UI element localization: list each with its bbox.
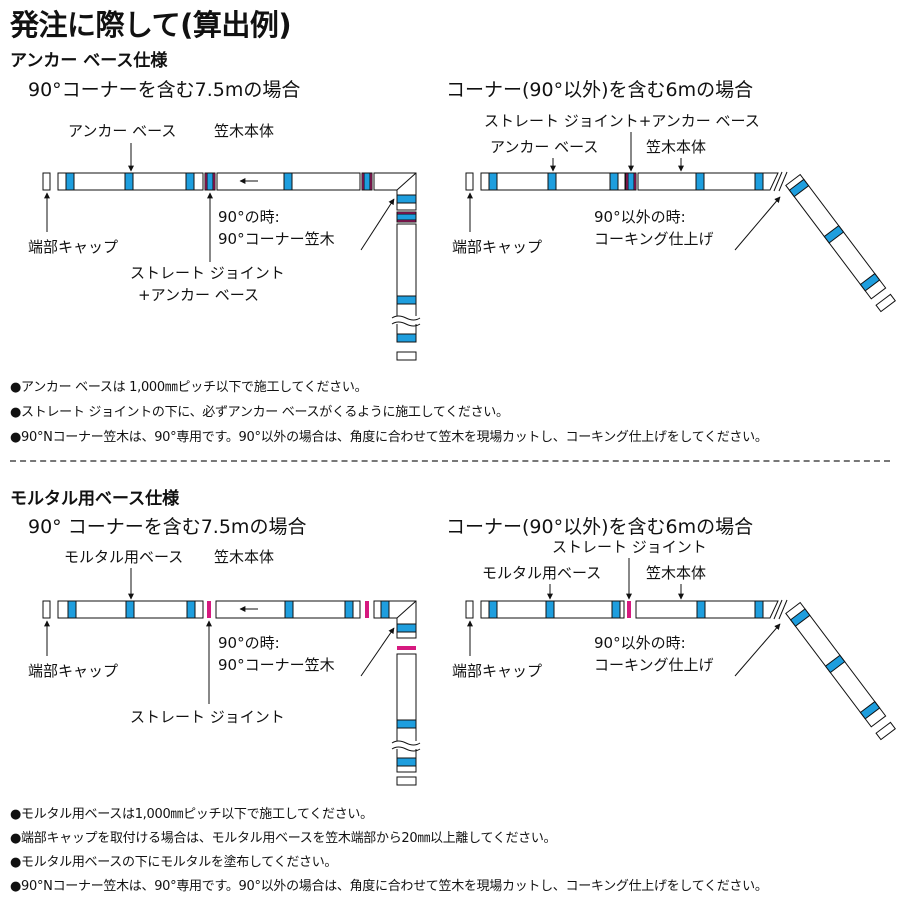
anchor-right-base-label: アンカー ベース: [490, 138, 599, 156]
anchor-base: [859, 272, 881, 292]
straight-joint: [365, 601, 369, 618]
anchor-left-corner-label-1: 90°の時:: [218, 208, 280, 226]
anchor-right-joint-label: ストレート ジョイント+アンカー ベース: [484, 112, 760, 130]
end-cap: [465, 172, 474, 191]
anchor-right-subtitle: コーナー(90°以外)を含む6mの場合: [446, 79, 754, 101]
anchor-right-corner-label-2: コーキング仕上げ: [594, 230, 714, 248]
anchor-base: [695, 172, 705, 191]
mortar-left-body-label: 笠木本体: [214, 548, 275, 566]
mortar-left-joint-label: ストレート ジョイント: [130, 708, 285, 726]
anchor-left-base-label: アンカー ベース: [68, 122, 177, 140]
anchor-right-assembly: [465, 171, 896, 313]
anchor-base: [547, 172, 557, 191]
mortar-base: [789, 608, 811, 627]
anchor-left-joint-label-1: ストレート ジョイント: [130, 264, 285, 282]
anchor-base: [754, 172, 764, 191]
mortar-base: [186, 600, 196, 619]
mortar-base: [344, 600, 354, 619]
mortar-base: [125, 600, 135, 619]
anchor-base: [124, 172, 134, 191]
straight-joint: [207, 601, 211, 618]
mortar-right-base-label: モルタル用ベース: [482, 564, 602, 582]
anchor-base: [396, 194, 417, 204]
mortar-base: [859, 700, 881, 720]
coping-body: [637, 172, 779, 191]
anchor-left-body-label: 笠木本体: [214, 122, 275, 140]
mortar-right-corner-label-1: 90°以外の時:: [594, 634, 686, 652]
mortar-right-subtitle: コーナー(90°以外)を含む6mの場合: [446, 516, 754, 538]
mortar-base: [696, 600, 706, 619]
mortar-note-3: ●モルタル用ベースの下にモルタルを塗布してください。: [10, 855, 338, 870]
mortar-base: [488, 600, 498, 619]
anchor-base: [627, 172, 635, 191]
mortar-base: [396, 623, 417, 633]
mortar-right-endcap-label: 端部キャップ: [452, 662, 543, 680]
end-cap: [396, 351, 417, 361]
end-cap: [875, 721, 896, 741]
mortar-left-endcap-label: 端部キャップ: [28, 662, 119, 680]
mortar-right-assembly: [465, 599, 896, 741]
mortar-note-4: ●90°Nコーナー笠木は、90°専用です。90°以外の場合は、角度に合わせて笠木…: [10, 879, 768, 894]
anchor-note-3: ●90°Nコーナー笠木は、90°専用です。90°以外の場合は、角度に合わせて笠木…: [10, 430, 768, 445]
mortar-right-body-label: 笠木本体: [646, 564, 707, 582]
mortar-right-corner-label-2: コーキング仕上げ: [594, 656, 714, 674]
end-cap: [42, 172, 51, 191]
mortar-left-subtitle: 90° コーナーを含む7.5mの場合: [28, 516, 307, 538]
mortar-base: [611, 600, 621, 619]
anchor-note-2: ●ストレート ジョイントの下に、必ずアンカー ベースがくるように施工してください…: [10, 405, 509, 420]
mortar-left-corner-label-1: 90°の時:: [218, 634, 280, 652]
mortar-base: [67, 600, 77, 619]
section-divider: [10, 460, 890, 462]
end-cap: [875, 293, 896, 313]
mortar-note-2: ●端部キャップを取付ける場合は、モルタル用ベースを笠木端部から20㎜以上離してく…: [10, 831, 557, 846]
anchor-base: [488, 172, 498, 191]
anchor-right-corner-label-1: 90°以外の時:: [594, 208, 686, 226]
anchor-left-joint-label-2: +アンカー ベース: [138, 286, 259, 304]
anchor-base: [609, 172, 619, 191]
anchor-base: [396, 333, 417, 343]
mortar-base: [284, 600, 294, 619]
anchor-right-body-label: 笠木本体: [646, 138, 707, 156]
coping-body: [635, 600, 779, 619]
page-title: 発注に際して(算出例): [10, 8, 292, 42]
mortar-left-corner-label-2: 90°コーナー笠木: [218, 656, 335, 674]
anchor-base: [396, 295, 417, 305]
mortar-base: [396, 719, 417, 729]
anchor-base: [185, 172, 195, 191]
anchor-note-1: ●アンカー ベースは 1,000㎜ピッチ以下で施工してください。: [10, 380, 368, 395]
mortar-left-assembly: [42, 600, 421, 786]
mortar-left-base-label: モルタル用ベース: [64, 548, 184, 566]
end-cap: [42, 600, 51, 619]
mortar-base: [824, 654, 846, 674]
anchor-base: [283, 172, 293, 191]
anchor-base: [206, 172, 214, 191]
anchor-right-endcap-label: 端部キャップ: [452, 238, 543, 256]
anchor-left-subtitle: 90°コーナーを含む7.5mの場合: [28, 79, 301, 101]
anchor-base: [396, 213, 417, 221]
anchor-base: [65, 172, 75, 191]
end-cap: [396, 776, 417, 786]
straight-joint: [397, 646, 416, 650]
anchor-left-endcap-label: 端部キャップ: [28, 238, 119, 256]
mortar-base: [380, 600, 390, 619]
mortar-base: [754, 600, 764, 619]
mortar-base: [545, 600, 555, 619]
straight-joint: [627, 601, 631, 618]
anchor-left-corner-label-2: 90°コーナー笠木: [218, 230, 335, 248]
mortar-right-joint-label: ストレート ジョイント: [552, 538, 707, 556]
mortar-note-1: ●モルタル用ベースは1,000㎜ピッチ以下で施工してください。: [10, 807, 373, 822]
anchor-left-assembly: [42, 172, 421, 361]
mortar-section-heading: モルタル用ベース仕様: [10, 489, 180, 509]
anchor-base: [823, 224, 845, 244]
end-cap: [465, 600, 474, 619]
anchor-base: [363, 172, 371, 191]
anchor-section-heading: アンカー ベース仕様: [10, 51, 168, 71]
anchor-base: [788, 178, 810, 198]
coping-body: [396, 653, 417, 773]
mortar-base: [396, 757, 417, 767]
